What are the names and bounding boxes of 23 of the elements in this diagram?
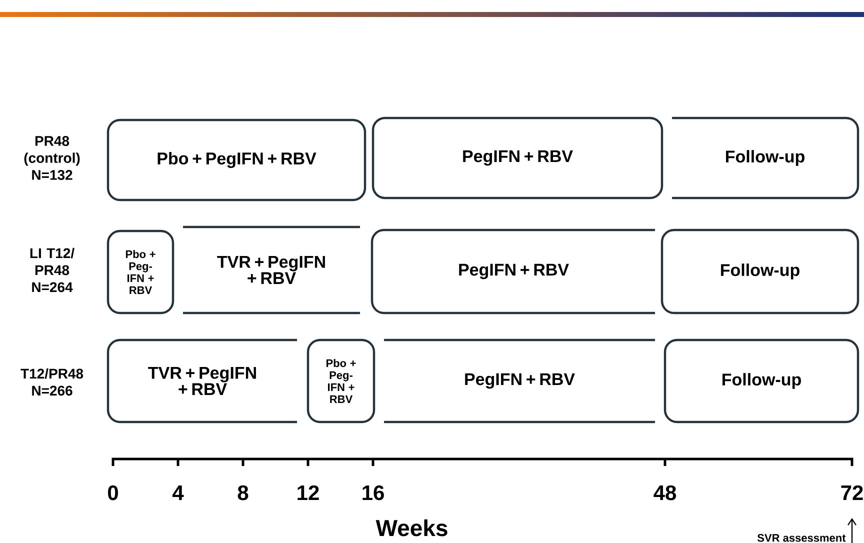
- treatment-box: PegIFN + RBV: [372, 116, 664, 200]
- tick-label: 48: [654, 485, 676, 500]
- treatment-box: Pbo + Peg-IFN + RBV: [106, 230, 174, 314]
- treatment-box: Follow-up: [664, 338, 860, 424]
- tick-label: 4: [172, 486, 184, 500]
- tick-label: 12: [298, 485, 319, 500]
- treatment-box: TVR + PegIFN + RBV: [106, 338, 297, 424]
- tick-label: 72: [841, 485, 863, 500]
- treatment-box: PegIFN + RBV: [370, 228, 655, 314]
- tick-label: 0: [108, 485, 118, 500]
- treatment-box: Follow-up: [672, 116, 860, 200]
- treatment-box: Pbo + Peg-IFN + RBV: [306, 338, 376, 424]
- treatment-box: TVR + PegIFN + RBV: [182, 226, 362, 314]
- arm-label: PR48 (control) N=132: [24, 136, 80, 180]
- tick-label: 16: [362, 485, 384, 500]
- axis-title: Weeks: [376, 519, 448, 536]
- treatment-box: PegIFN + RBV: [382, 338, 656, 424]
- arm-label: T12/PR48 N=266: [20, 368, 84, 396]
- tick-label: 8: [238, 485, 248, 500]
- treatment-box: Pbo + PegIFN + RBV: [106, 118, 366, 202]
- arm-label: LI T12/ PR48 N=264: [30, 248, 74, 292]
- treatment-box: Follow-up: [660, 228, 860, 314]
- note-text: SVR assessment: [757, 534, 846, 542]
